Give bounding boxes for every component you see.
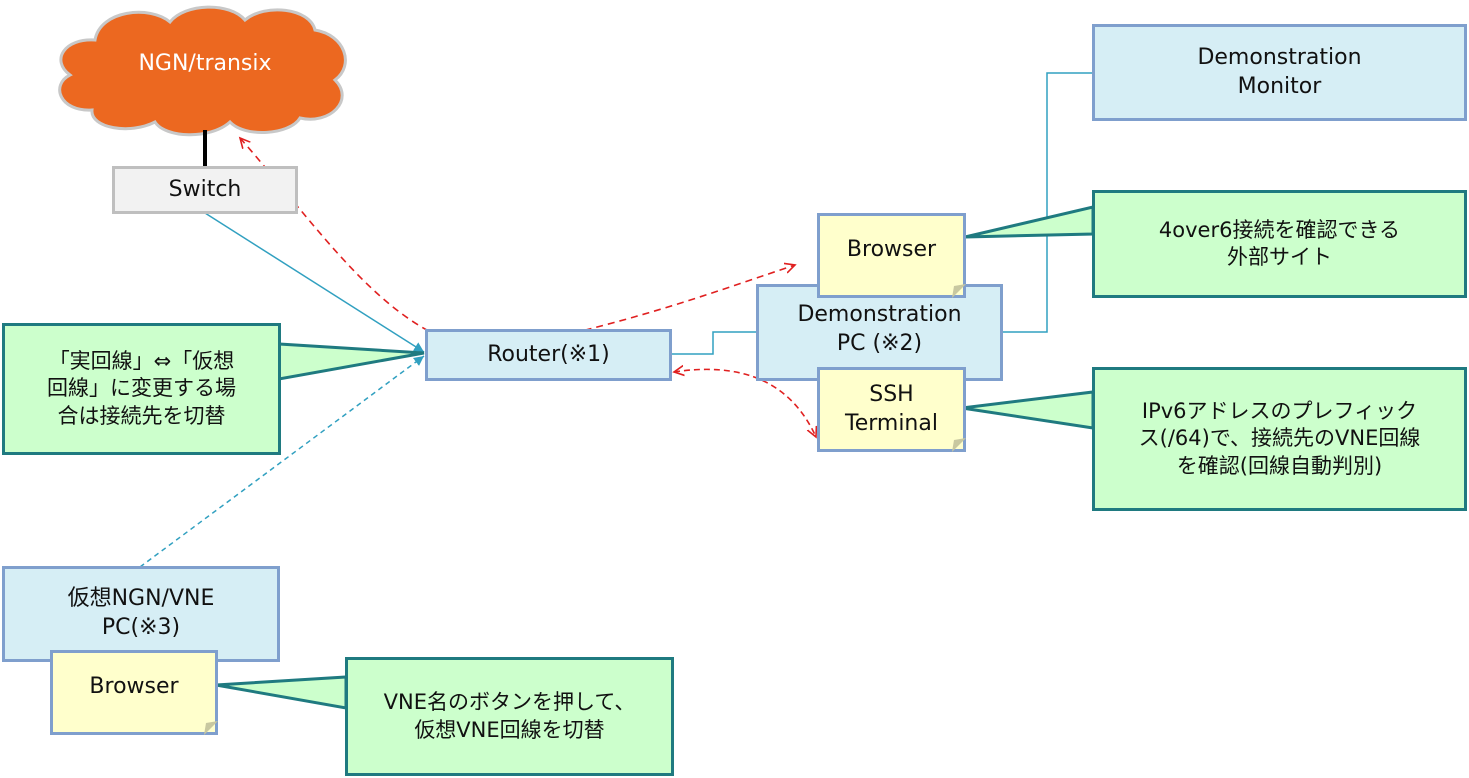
callout-ipv6-prefix: IPv6アドレスのプレフィック ス(/64)で、接続先のVNE回線 を確認(回線… xyxy=(1092,367,1467,511)
callout-pointer-vne-button xyxy=(215,675,348,710)
demo-monitor-node[interactable]: Demonstration Monitor xyxy=(1092,24,1467,121)
callout-external-site-text: 4over6接続を確認できる 外部サイト xyxy=(1158,217,1401,269)
callout-external-site: 4over6接続を確認できる 外部サイト xyxy=(1092,190,1467,298)
browser-bottom-note[interactable]: Browser xyxy=(50,650,218,735)
ssh-terminal-label: SSH Terminal xyxy=(845,381,938,436)
callout-ipv6-prefix-text: IPv6アドレスのプレフィック ス(/64)で、接続先のVNE回線 を確認(回線… xyxy=(1138,399,1421,478)
router-ssh-arc xyxy=(674,369,816,437)
vne-pc-node[interactable]: 仮想NGN/VNE PC(※3) xyxy=(2,566,280,662)
callout-pointer-switch-line xyxy=(277,342,425,381)
cloud-browser-arc xyxy=(240,138,795,349)
cloud-shape xyxy=(58,5,347,137)
router-node[interactable]: Router(※1) xyxy=(425,329,672,381)
callout-switch-line: 「実回線」⇔「仮想 回線」に変更する場 合は接続先を切替 xyxy=(2,323,281,455)
browser-top-label: Browser xyxy=(846,237,937,262)
callout-vne-button-text: VNE名のボタンを押して、 仮想VNE回線を切替 xyxy=(383,690,636,742)
vne-pc-label: 仮想NGN/VNE PC(※3) xyxy=(67,586,215,640)
demo-monitor-label: Demonstration Monitor xyxy=(1197,44,1362,99)
browser-top-note[interactable]: Browser xyxy=(817,213,966,298)
cloud-label: NGN/transix xyxy=(138,51,272,76)
router-pc-link xyxy=(671,331,757,355)
vne-router-link xyxy=(139,355,425,568)
callout-switch-line-text: 「実回線」⇔「仮想 回線」に変更する場 合は接続先を切替 xyxy=(47,349,236,428)
switch-label: Switch xyxy=(168,176,242,202)
demo-pc-label: Demonstration PC (※2) xyxy=(797,302,962,356)
switch-node[interactable]: Switch xyxy=(112,166,298,214)
callout-pointer-ipv6 xyxy=(961,390,1095,430)
browser-bottom-label: Browser xyxy=(89,674,179,699)
callout-pointer-external-site xyxy=(964,205,1095,239)
callout-vne-button: VNE名のボタンを押して、 仮想VNE回線を切替 xyxy=(345,657,674,776)
router-label: Router(※1) xyxy=(487,341,610,367)
pc-monitor-link xyxy=(1002,72,1092,333)
ssh-terminal-note[interactable]: SSH Terminal xyxy=(817,367,966,452)
